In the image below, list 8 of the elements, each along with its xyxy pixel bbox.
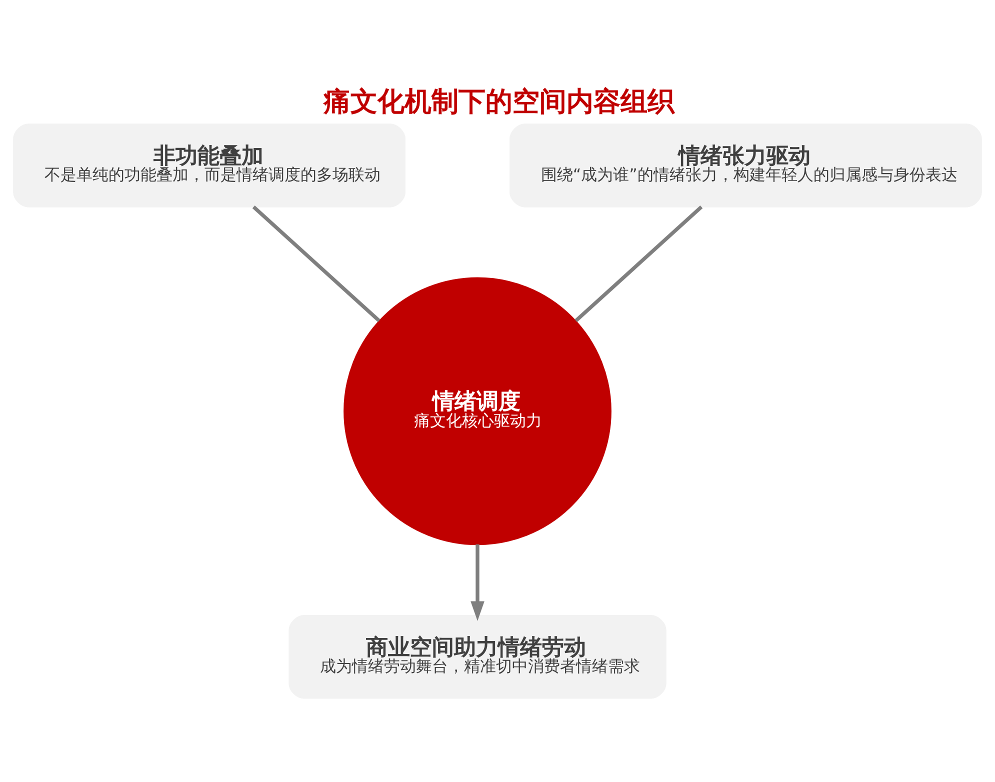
- node-circle: 情绪调度 痛文化核心驱动力: [344, 276, 612, 545]
- arrow: [470, 544, 484, 620]
- node-box: 非功能叠加 不是单纯的功能叠加，而是情绪调度的多场联动: [13, 123, 406, 207]
- node-box: 商业空间助力情绪劳动 成为情绪劳动舞台，精准切中消费者情绪需求: [288, 614, 666, 698]
- diagram-title: 痛文化机制下的空间内容组织: [323, 86, 674, 117]
- connector: [252, 205, 380, 322]
- node-box: 情绪张力驱动 围绕“成为谁”的情绪张力，构建年轻人的归属感与身份表达: [510, 123, 982, 207]
- connector: [574, 205, 703, 322]
